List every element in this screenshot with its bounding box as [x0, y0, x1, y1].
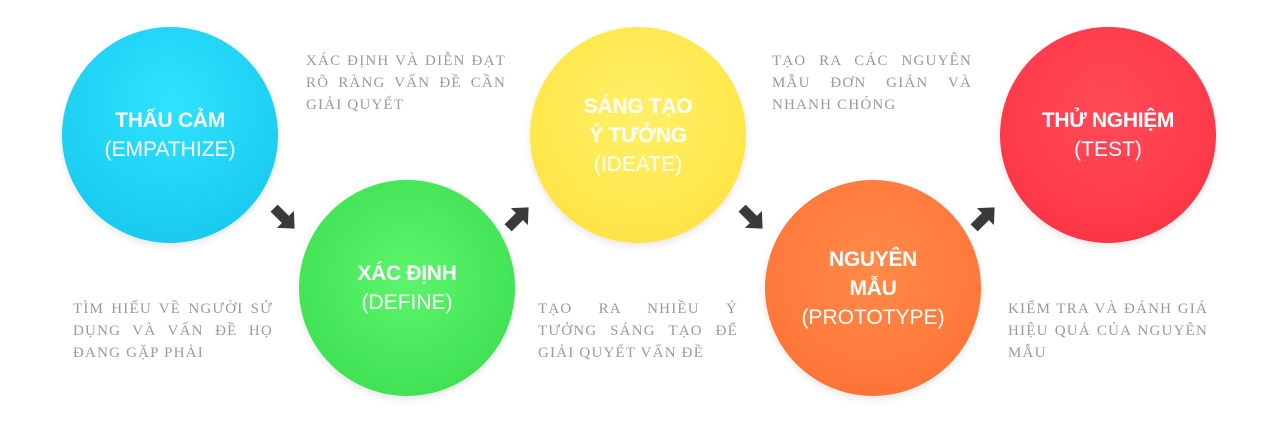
step-subtitle: (PROTOTYPE) [801, 305, 945, 329]
arrow-icon [504, 207, 529, 232]
step-subtitle: (DEFINE) [361, 291, 453, 314]
arrow-icon [738, 204, 763, 229]
arrow-icon [970, 207, 995, 232]
step-ideate-circle: SÁNG TẠO Ý TƯỞNG (IDEATE) [530, 27, 746, 243]
step-subtitle: (EMPATHIZE) [104, 138, 236, 161]
step-title: THẤU CẢM [115, 109, 225, 132]
step-title-line1: NGUYÊN [828, 247, 918, 271]
step-define-circle: XÁC ĐỊNH (DEFINE) [299, 180, 515, 396]
step-title: XÁC ĐỊNH [357, 262, 457, 285]
step-empathize-description: TÌM HIỂU VỀ NGƯỜI SỬ DỤNG VÀ VẤN ĐỀ HỌ Đ… [73, 301, 273, 361]
step-define-description: XÁC ĐỊNH VÀ DIỄN ĐẠT RÕ RÀNG VẤN ĐỀ CẦN … [306, 53, 506, 113]
step-test-circle: THỬ NGHIỆM (TEST) [1000, 27, 1216, 243]
arrow-icon [270, 204, 295, 229]
step-prototype-description: TẠO RA CÁC NGUYÊN MẪU ĐƠN GIẢN VÀ NHANH … [772, 53, 972, 113]
step-ideate-description: TẠO RA NHIỀU Ý TƯỞNG SÁNG TẠO ĐỂ GIẢI QU… [538, 301, 738, 361]
step-title-line1: SÁNG TẠO [583, 94, 693, 118]
step-title-line2: Ý TƯỞNG [589, 123, 687, 147]
step-prototype-circle: NGUYÊN MẪU (PROTOTYPE) [765, 180, 981, 396]
step-title-line2: MẪU [849, 276, 897, 300]
step-empathize-circle: THẤU CẢM (EMPATHIZE) [62, 27, 278, 243]
step-subtitle: (TEST) [1074, 138, 1142, 161]
step-title: THỬ NGHIỆM [1041, 109, 1175, 132]
step-test-description: KIỂM TRA VÀ ĐÁNH GIÁ HIỆU QUẢ CỦA NGUYÊN… [1008, 301, 1208, 361]
step-subtitle: (IDEATE) [593, 152, 683, 176]
